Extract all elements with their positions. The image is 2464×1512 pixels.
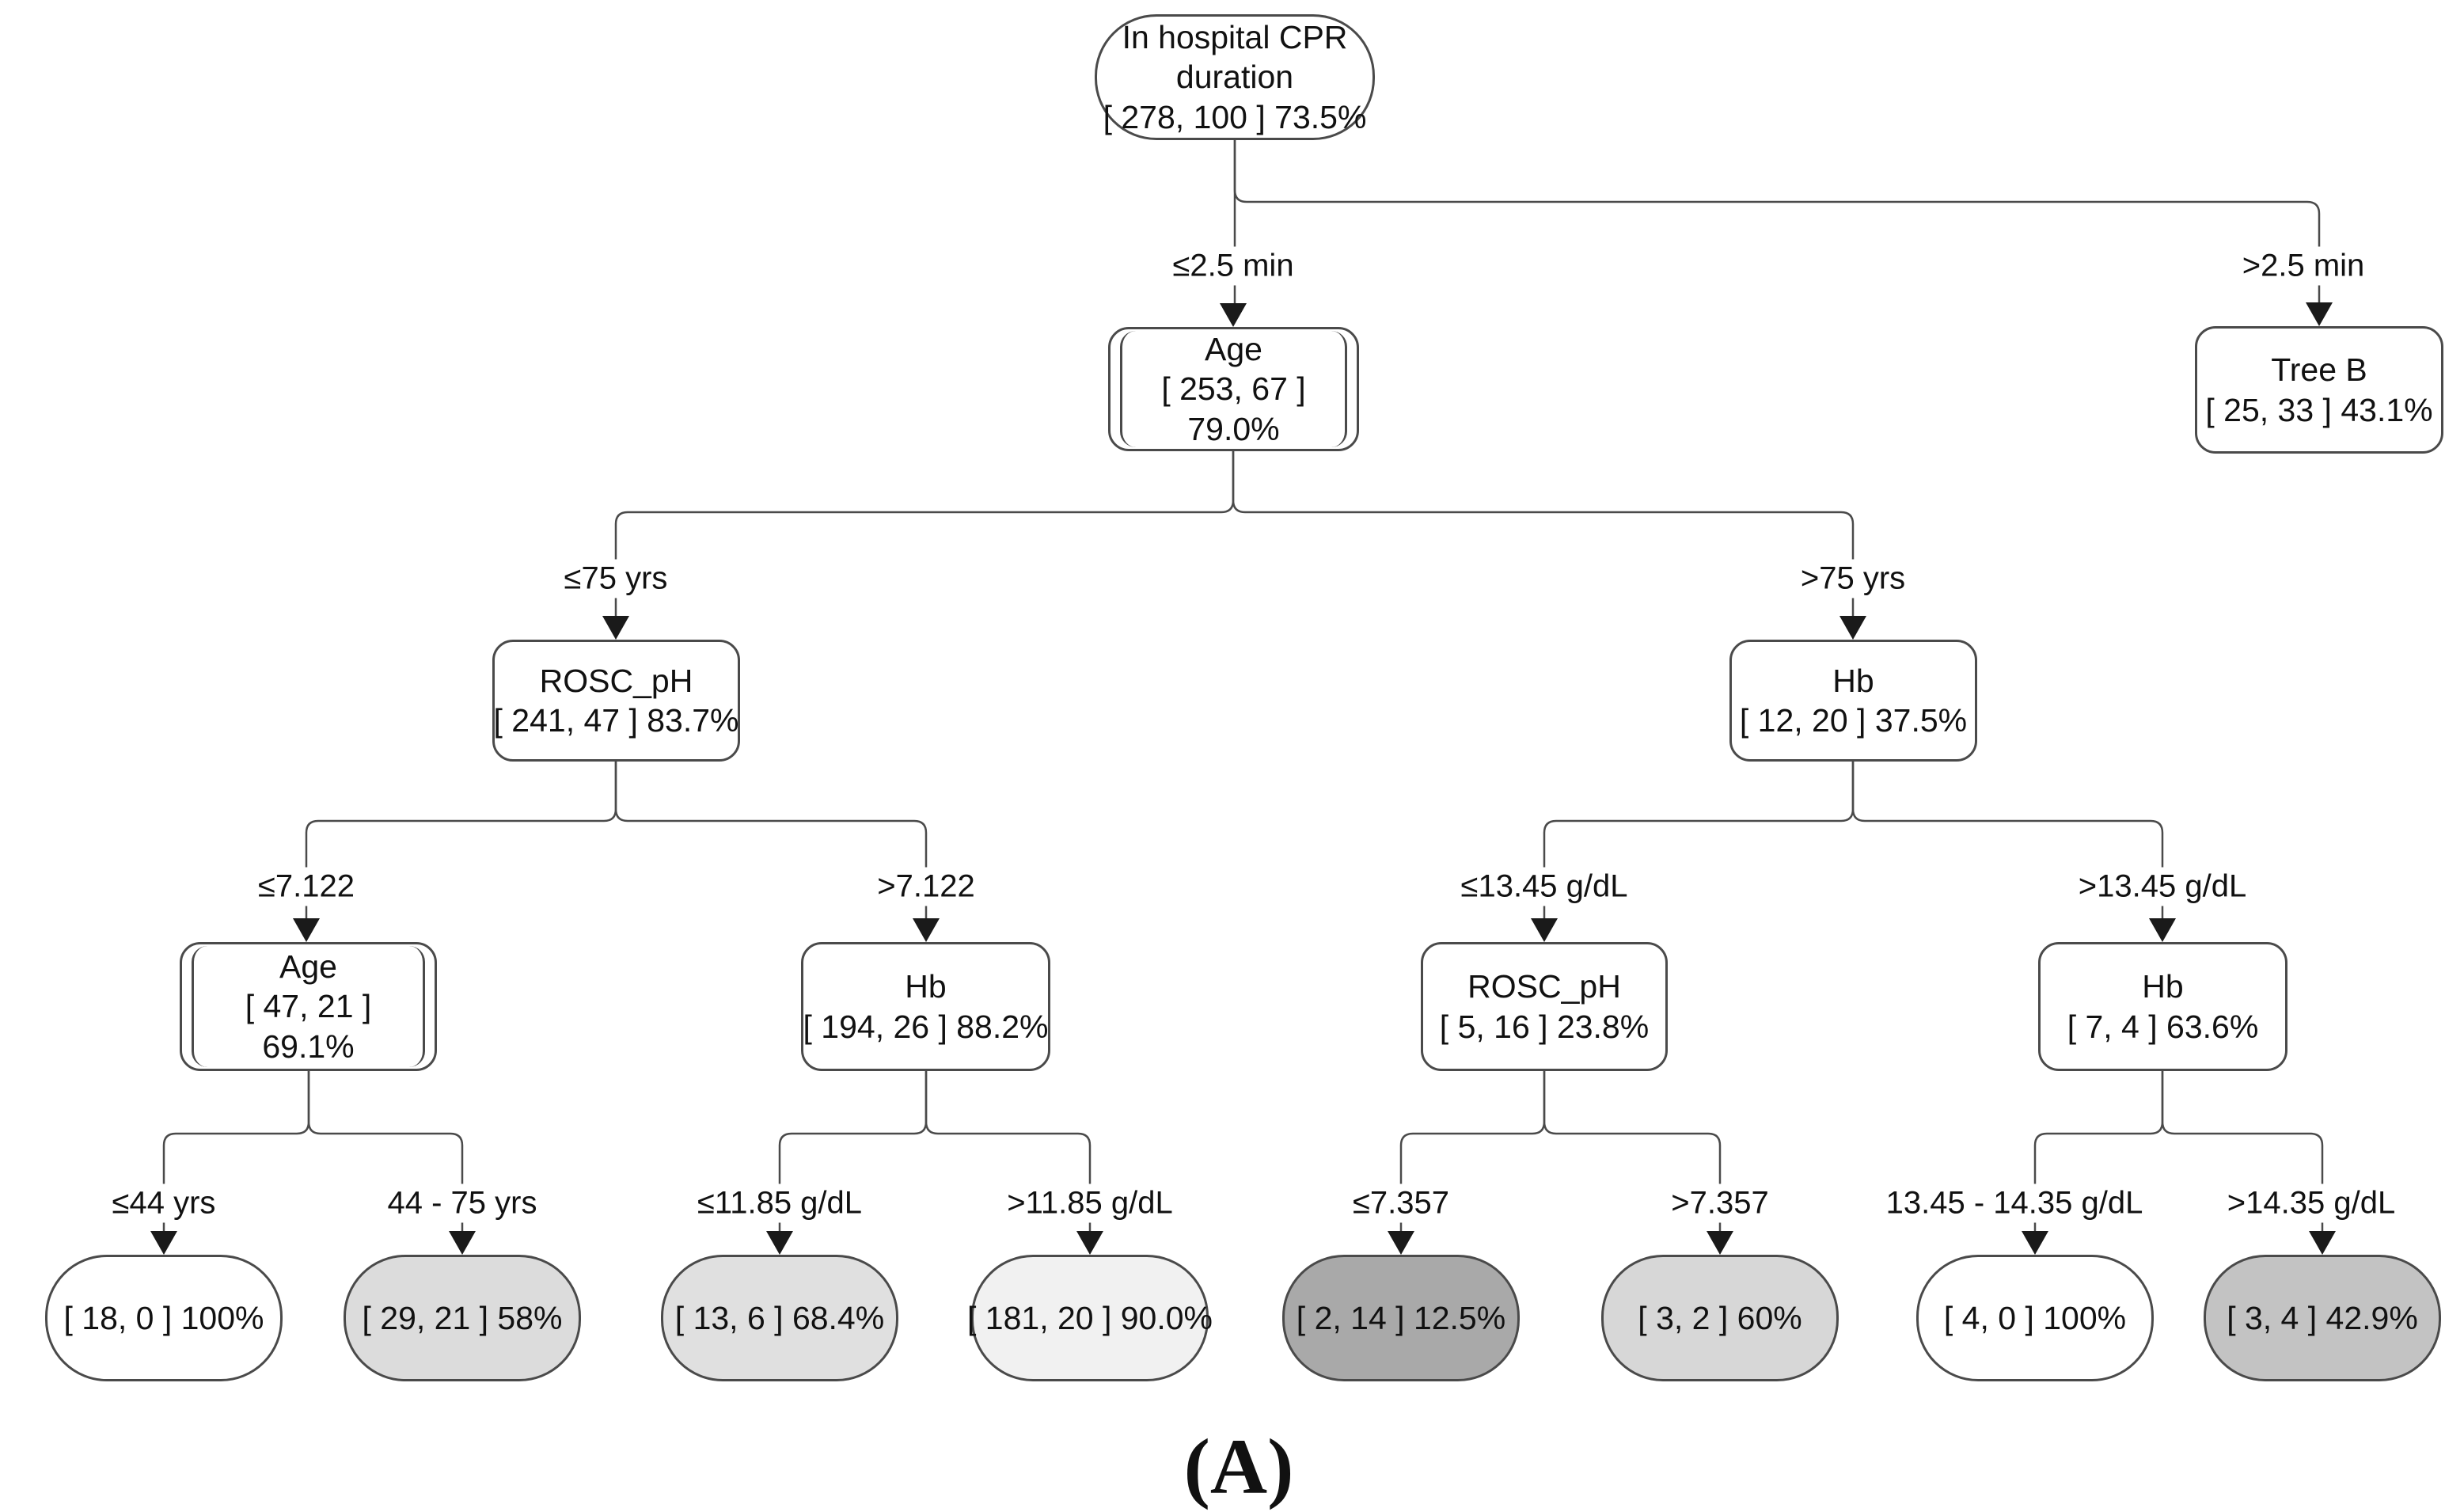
leaf-hb-gt-14-35: [ 3, 4 ] 42.9% — [2204, 1255, 2441, 1381]
leaf-stats: [ 29, 21 ] 58% — [362, 1299, 563, 1336]
node-stats: [ 194, 26 ] 88.2% — [803, 1008, 1049, 1045]
node-root-in-hospital-cpr-duration: In hospital CPR duration [ 278, 100 ] 73… — [1095, 14, 1375, 140]
node-title: Hb — [905, 968, 947, 1005]
node-stats: [ 7, 4 ] 63.6% — [2067, 1008, 2259, 1045]
edge-label-hb-gt-14-35: >14.35 g/dL — [2219, 1183, 2404, 1223]
node-title: ROSC_pH — [1467, 968, 1621, 1005]
edge-label-hb-gt-13-45: >13.45 g/dL — [2070, 867, 2255, 906]
node-hb-ph-gt-7-122: Hb [ 194, 26 ] 88.2% — [801, 942, 1050, 1071]
leaf-stats: [ 3, 4 ] 42.9% — [2227, 1299, 2418, 1336]
edge-label-ph-le-7-357: ≤7.357 — [1344, 1183, 1458, 1223]
node-age-ph-le-7-122: Age [ 47, 21 ] 69.1% — [180, 942, 437, 1071]
edge-label-ph-gt-7-357: >7.357 — [1663, 1183, 1777, 1223]
node-stats: [ 5, 16 ] 23.8% — [1439, 1008, 1650, 1045]
node-title: Hb — [1832, 662, 1874, 699]
leaf-stats: [ 2, 14 ] 12.5% — [1296, 1299, 1506, 1336]
leaf-ph-gt-7-357: [ 3, 2 ] 60% — [1601, 1255, 1839, 1381]
connector-lines — [162, 140, 2324, 1231]
leaf-stats: [ 4, 0 ] 100% — [1943, 1299, 2127, 1336]
leaf-hb-le-11-85: [ 13, 6 ] 68.4% — [661, 1255, 898, 1381]
node-title: Tree B — [2271, 351, 2367, 389]
leaf-age-44-75: [ 29, 21 ] 58% — [344, 1255, 581, 1381]
edge-label-hb-gt-11-85: >11.85 g/dL — [999, 1183, 1181, 1223]
edge-label-hb-13-45-14-35: 13.45 - 14.35 g/dL — [1877, 1183, 2151, 1223]
edge-label-cpr-le-2-5: ≤2.5 min — [1164, 246, 1302, 286]
edge-label-age-le-75: ≤75 yrs — [556, 559, 676, 598]
leaf-stats: [ 181, 20 ] 90.0% — [967, 1299, 1213, 1336]
node-pct: 69.1% — [262, 1028, 355, 1065]
node-rosc-ph-le-75yrs: ROSC_pH [ 241, 47 ] 83.7% — [492, 640, 740, 762]
node-stats: [ 278, 100 ] 73.5% — [1103, 98, 1367, 135]
edge-label-age-44-75: 44 - 75 yrs — [379, 1183, 545, 1223]
leaf-hb-13-45-14-35: [ 4, 0 ] 100% — [1916, 1255, 2154, 1381]
leaf-ph-le-7-357: [ 2, 14 ] 12.5% — [1282, 1255, 1520, 1381]
leaf-stats: [ 3, 2 ] 60% — [1638, 1299, 1802, 1336]
node-age-cpr-le-2-5: Age [ 253, 67 ] 79.0% — [1108, 327, 1359, 451]
node-stats: [ 12, 20 ] 37.5% — [1739, 702, 1968, 739]
leaf-stats: [ 18, 0 ] 100% — [63, 1299, 264, 1336]
node-hb-gt-75yrs: Hb [ 12, 20 ] 37.5% — [1729, 640, 1977, 762]
edge-label-cpr-gt-2-5: >2.5 min — [2234, 246, 2373, 286]
node-stats: [ 47, 21 ] — [245, 988, 372, 1025]
figure-caption: (A) — [1183, 1423, 1294, 1510]
node-rosc-ph-hb-le-13-45: ROSC_pH [ 5, 16 ] 23.8% — [1421, 942, 1668, 1071]
node-stats: [ 25, 33 ] 43.1% — [2205, 391, 2433, 428]
edge-label-ph-gt-7-122: >7.122 — [869, 867, 983, 906]
node-tree-b: Tree B [ 25, 33 ] 43.1% — [2195, 326, 2443, 454]
edge-label-hb-le-11-85: ≤11.85 g/dL — [689, 1183, 871, 1223]
edge-label-hb-le-13-45: ≤13.45 g/dL — [1452, 867, 1636, 906]
arrowheads — [150, 302, 2336, 1255]
node-title: In hospital CPR duration — [1122, 19, 1348, 96]
node-title: Hb — [2142, 968, 2184, 1005]
node-pct: 79.0% — [1187, 410, 1280, 447]
leaf-stats: [ 13, 6 ] 68.4% — [674, 1299, 885, 1336]
node-hb-hb-gt-13-45: Hb [ 7, 4 ] 63.6% — [2038, 942, 2287, 1071]
node-title: Age — [1205, 331, 1262, 368]
edge-label-ph-le-7-122: ≤7.122 — [249, 867, 363, 906]
edge-label-age-gt-75: >75 yrs — [1792, 559, 1914, 598]
node-stats: [ 241, 47 ] 83.7% — [493, 702, 739, 739]
leaf-hb-gt-11-85: [ 181, 20 ] 90.0% — [967, 1255, 1213, 1381]
node-title: Age — [279, 948, 337, 986]
leaf-age-le-44: [ 18, 0 ] 100% — [45, 1255, 283, 1381]
edge-label-age-le-44: ≤44 yrs — [104, 1183, 224, 1223]
node-title: ROSC_pH — [539, 662, 693, 699]
node-stats: [ 253, 67 ] — [1161, 370, 1306, 408]
